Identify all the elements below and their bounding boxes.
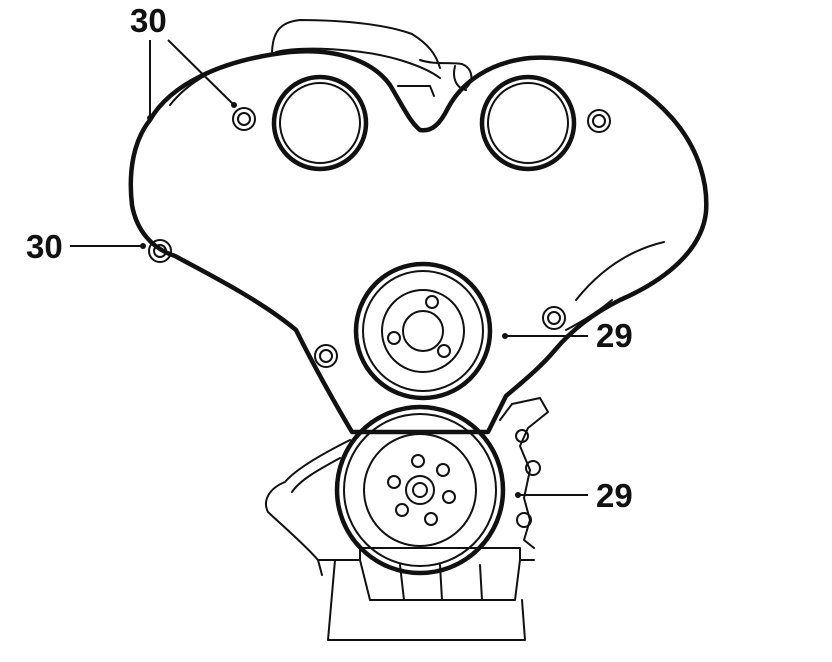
- leader-dot: [515, 492, 521, 498]
- engine-block: [265, 397, 549, 641]
- callout-30-left: 30: [26, 228, 63, 265]
- leader-dot: [231, 102, 237, 108]
- bolt-icon: [515, 429, 529, 443]
- leader-dot: [147, 115, 153, 121]
- bolt-icon: [232, 107, 256, 131]
- middle-pulley: [353, 261, 493, 401]
- callout-30-top: 30: [130, 2, 167, 39]
- bolt-icon: [542, 306, 566, 330]
- cover-bolts: [148, 107, 611, 368]
- callout-29-lower: 29: [596, 477, 633, 514]
- crankshaft-pulley: [334, 404, 506, 576]
- bolt-icon: [587, 109, 611, 133]
- bolt-icon: [525, 460, 541, 476]
- bolt-icon: [148, 239, 172, 263]
- upper-timing-cover: [128, 49, 709, 435]
- leader-dot: [502, 333, 508, 339]
- callout-29-upper: 29: [596, 317, 633, 354]
- bolt-icon: [516, 512, 532, 528]
- intake-hose: [271, 19, 473, 97]
- camshaft-openings: [271, 74, 577, 172]
- leader-dot: [140, 243, 146, 249]
- bolt-icon: [314, 344, 338, 368]
- leader-lines: [70, 39, 588, 498]
